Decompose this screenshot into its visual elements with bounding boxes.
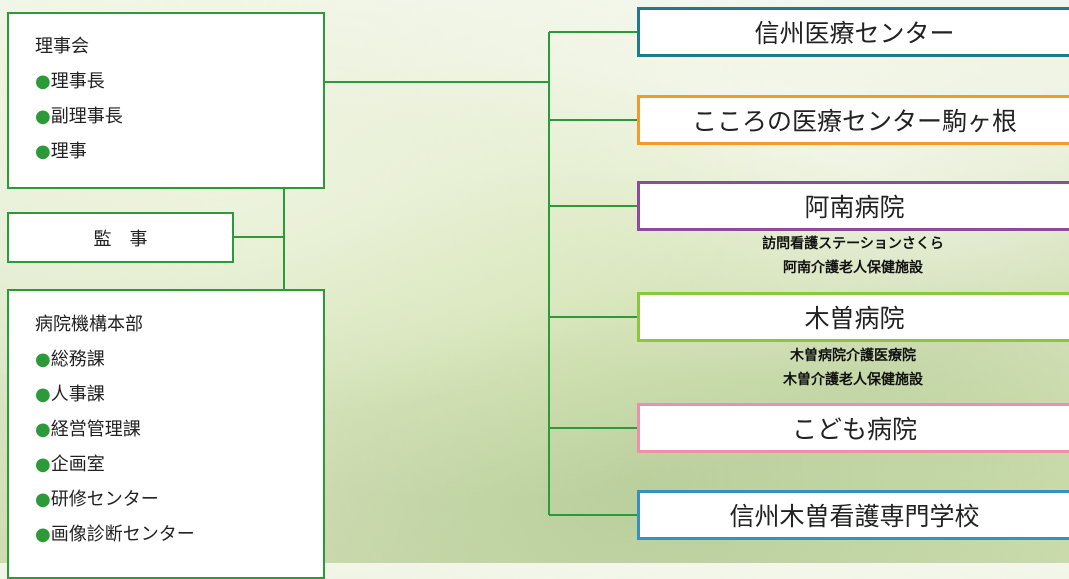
institution-name: 信州医療センター <box>754 19 955 48</box>
bullet-icon: ● <box>35 454 51 475</box>
hq-item-personnel: ●人事課 <box>35 384 105 405</box>
hq-item-imaging-center: ●画像診断センター <box>35 524 195 545</box>
board-box: 理事会 ●理事長 ●副理事長 ●理事 <box>7 12 325 189</box>
board-title: 理事会 <box>35 36 89 57</box>
headquarters-box: 病院機構本部 ●総務課 ●人事課 ●経営管理課 ●企画室 ●研修センター ●画像… <box>7 289 325 579</box>
board-item-chairman: ●理事長 <box>35 71 105 92</box>
institution-childrens-hospital[interactable]: こども病院 <box>637 403 1069 453</box>
institution-kiso-nursing-school[interactable]: 信州木曽看護専門学校 <box>637 490 1069 540</box>
bullet-icon: ● <box>35 489 51 510</box>
board-item-vice-chairman: ●副理事長 <box>35 106 123 127</box>
hq-item-training-center: ●研修センター <box>35 489 159 510</box>
bullet-icon: ● <box>35 106 51 127</box>
sub-facility: 阿南介護老人保健施設 <box>783 260 923 276</box>
audit-title: 監 事 <box>93 228 148 250</box>
bullet-icon: ● <box>35 384 51 405</box>
institution-name: こども病院 <box>791 415 917 444</box>
sub-facility: 木曽病院介護医療院 <box>790 348 916 364</box>
institution-name: 阿南病院 <box>804 193 905 222</box>
institution-kiso-hospital[interactable]: 木曽病院 <box>637 292 1069 342</box>
hq-item-general-affairs: ●総務課 <box>35 349 105 370</box>
institution-name: 木曽病院 <box>804 304 905 333</box>
org-connector-lines <box>233 31 637 516</box>
hq-item-planning: ●企画室 <box>35 454 105 475</box>
kiso-sub-facilities: 木曽病院介護医療院 木曽介護老人保健施設 <box>637 344 1069 392</box>
institution-anan-hospital[interactable]: 阿南病院 <box>637 181 1069 231</box>
bullet-icon: ● <box>35 524 51 545</box>
institution-name: こころの医療センター駒ヶ根 <box>691 107 1017 136</box>
institution-name: 信州木曽看護専門学校 <box>729 502 980 531</box>
institution-shinshu-medical-center[interactable]: 信州医療センター <box>637 7 1069 57</box>
bullet-icon: ● <box>35 71 51 92</box>
bullet-icon: ● <box>35 419 51 440</box>
audit-box: 監 事 <box>7 212 234 263</box>
board-item-director: ●理事 <box>35 141 87 162</box>
bullet-icon: ● <box>35 141 51 162</box>
bullet-icon: ● <box>35 349 51 370</box>
sub-facility: 訪問看護ステーションさくら <box>762 236 944 252</box>
institution-kokoro-medical-center[interactable]: こころの医療センター駒ヶ根 <box>637 95 1069 145</box>
sub-facility: 木曽介護老人保健施設 <box>783 372 923 388</box>
headquarters-title: 病院機構本部 <box>35 314 143 335</box>
hq-item-management: ●経営管理課 <box>35 419 141 440</box>
anan-sub-facilities: 訪問看護ステーションさくら 阿南介護老人保健施設 <box>637 232 1069 280</box>
